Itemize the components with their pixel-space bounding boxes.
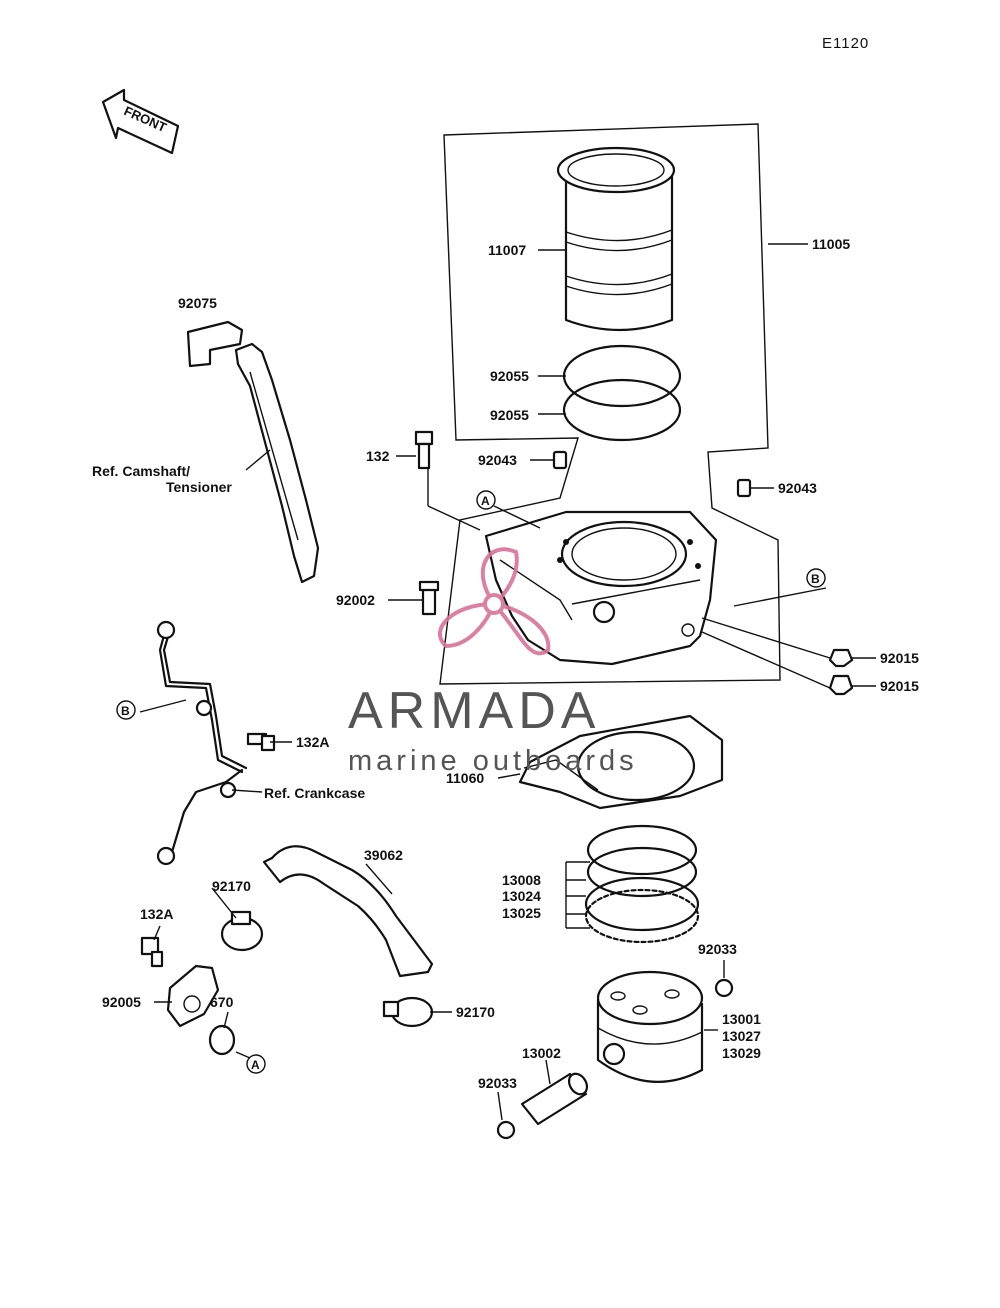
label-11007: 11007 <box>488 242 526 258</box>
hose-clamp-lower <box>382 996 434 1028</box>
o-ring-upper <box>562 344 682 408</box>
label-92005: 92005 <box>102 994 141 1010</box>
label-92033-upper: 92033 <box>698 941 737 957</box>
piston-rings <box>584 824 700 944</box>
ref-camshaft: Ref. Camshaft/ <box>92 463 190 479</box>
cylinder-assembly-box <box>439 123 781 685</box>
piston <box>596 970 704 1083</box>
bolt-132a-lower <box>140 936 164 968</box>
label-92170-upper: 92170 <box>212 878 251 894</box>
dowel-pin-left <box>552 450 568 470</box>
svg-text:A: A <box>251 1058 260 1072</box>
hose-clamp-upper <box>220 910 264 952</box>
marker-a-top: A <box>476 490 496 510</box>
label-92055-upper: 92055 <box>490 368 529 384</box>
bolt-92002 <box>418 580 440 616</box>
label-11060: 11060 <box>446 770 484 786</box>
bolt-132 <box>414 430 434 470</box>
marker-b-left: B <box>116 700 136 720</box>
label-13008: 13008 <box>502 872 541 888</box>
label-92075: 92075 <box>178 295 217 311</box>
watermark-brand: ARMADA <box>348 682 600 740</box>
label-13002: 13002 <box>522 1045 561 1061</box>
label-13024: 13024 <box>502 888 541 904</box>
label-39062: 39062 <box>364 847 403 863</box>
label-132a-lower: 132A <box>140 906 173 922</box>
o-ring-lower <box>562 378 682 442</box>
front-arrow-icon: FRONT <box>101 88 180 155</box>
oil-pipe <box>156 620 248 866</box>
piston-pin <box>520 1072 589 1126</box>
label-132a-upper: 132A <box>296 734 329 750</box>
water-hose <box>262 845 434 978</box>
fitting-92005 <box>166 964 220 1028</box>
label-92033-lower: 92033 <box>478 1075 517 1091</box>
nut-92015-upper <box>828 648 854 668</box>
label-92043-right: 92043 <box>778 480 817 496</box>
label-92170-lower: 92170 <box>456 1004 495 1020</box>
page-code: E1120 <box>822 35 869 52</box>
ref-tensioner: Tensioner <box>166 479 232 495</box>
nut-92015-lower <box>828 674 854 696</box>
label-92043-left: 92043 <box>478 452 517 468</box>
label-13025: 13025 <box>502 905 541 921</box>
marker-b-right: B <box>806 568 826 588</box>
leader-lines <box>139 243 876 1121</box>
o-ring-670 <box>208 1024 236 1056</box>
label-11005: 11005 <box>812 236 850 252</box>
label-92015-lower: 92015 <box>880 678 919 694</box>
chain-guide <box>186 320 320 584</box>
marker-a-bottom: A <box>246 1054 266 1074</box>
circlip-lower <box>496 1120 516 1140</box>
label-670: 670 <box>210 994 234 1010</box>
watermark-tagline: marine outboards <box>348 745 638 777</box>
ref-crankcase: Ref. Crankcase <box>264 785 365 801</box>
label-92055-lower: 92055 <box>490 407 529 423</box>
svg-text:B: B <box>811 572 820 586</box>
label-13001: 13001 <box>722 1011 761 1027</box>
svg-text:A: A <box>481 494 490 508</box>
bolt-132a-upper <box>246 732 276 752</box>
watermark: ARMADA marine outboards <box>348 547 638 777</box>
propeller-icon <box>438 547 551 656</box>
cylinder-block <box>484 510 718 666</box>
label-13029: 13029 <box>722 1045 761 1061</box>
svg-text:B: B <box>121 704 130 718</box>
label-92002: 92002 <box>336 592 375 608</box>
label-92015-upper: 92015 <box>880 650 919 666</box>
base-gasket <box>518 714 724 810</box>
dowel-pin-right <box>736 478 752 498</box>
cylinder-sleeve <box>556 146 676 332</box>
label-13027: 13027 <box>722 1028 761 1044</box>
label-132: 132 <box>366 448 390 464</box>
circlip-upper <box>714 978 734 998</box>
